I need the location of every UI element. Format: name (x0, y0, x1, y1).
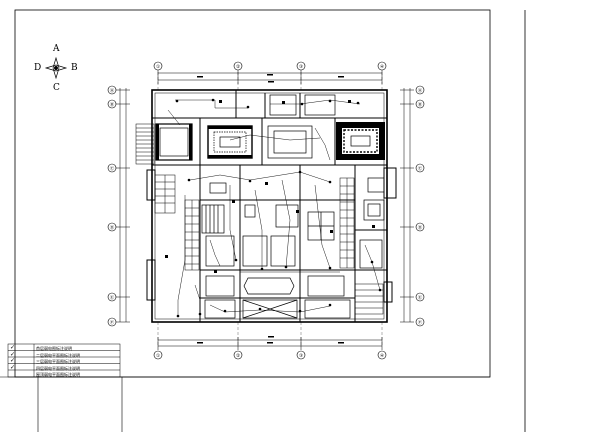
axis-labels: ① ② ③ ④ ① ② ③ ④ Ⓐ Ⓑ Ⓒ Ⓓ Ⓔ Ⓕ Ⓐ Ⓑ Ⓒ Ⓓ Ⓔ Ⓕ (110, 64, 423, 359)
row-axis-label-left: Ⓔ (110, 294, 115, 301)
col-axis-label-bottom: ④ (380, 353, 384, 359)
row-axis-label-right: Ⓔ (418, 294, 423, 301)
row-axis-label-left: Ⓒ (110, 165, 115, 172)
row-axis-label-right: Ⓐ (418, 87, 423, 94)
legend-item: ✓ 四层弱电平面图标注说明 (8, 363, 120, 372)
row-axis-label-left: Ⓓ (110, 224, 115, 231)
checkmark-icon: ✓ (10, 350, 16, 358)
row-axis-label-left: Ⓑ (110, 101, 115, 108)
legend-item-label: 屋顶弱电平面图标注说明 (36, 372, 80, 377)
legend-item-label: 三层弱电平面图标注说明 (36, 359, 80, 364)
legend-item-label: 四层弱电平面图标注说明 (36, 365, 80, 371)
legend-item: ✓ 三层弱电平面图标注说明 (8, 357, 120, 365)
col-axis-label-bottom: ① (156, 353, 160, 359)
row-axis-label-left: Ⓕ (110, 319, 115, 326)
legend-item: ✓ 二层弱电平面图标注说明 (8, 350, 120, 359)
row-axis-label-right: Ⓓ (418, 224, 423, 231)
axis-bubbles (107, 61, 425, 360)
row-axis-label-right: Ⓕ (418, 319, 423, 326)
col-axis-label-bottom: ② (236, 353, 240, 359)
wiring-runs (167, 99, 381, 316)
legend-item: 屋顶弱电平面图标注说明 (8, 371, 120, 378)
row-axis-label-right: Ⓒ (418, 165, 423, 172)
checkmark-icon: ✓ (10, 363, 16, 371)
col-axis-label-top: ① (156, 64, 160, 70)
grid-axes (157, 72, 383, 345)
row-axis-label-right: Ⓑ (418, 101, 423, 108)
checkmark-icon: ✓ (10, 357, 16, 364)
col-axis-label-top: ③ (299, 64, 303, 70)
legend-item: ✓ 首层弱电图标注说明 (8, 344, 120, 352)
hatched-ceilings (156, 123, 384, 160)
compass-north-label: A (53, 44, 60, 54)
col-axis-label-top: ④ (380, 64, 384, 70)
stairs (135, 123, 384, 315)
compass-icon (44, 56, 68, 80)
legend-item-label: 二层弱电平面图标注说明 (36, 352, 80, 358)
legend-table (7, 343, 121, 378)
outlet-symbols (165, 98, 382, 318)
col-axis-label-bottom: ③ (299, 353, 303, 359)
interior-walls (152, 90, 387, 322)
compass-south-label: C (53, 83, 60, 93)
compass-east-label: B (71, 63, 78, 73)
col-axis-label-top: ② (236, 64, 240, 70)
checkmark-icon: ✓ (10, 344, 16, 351)
legend-item-label: 首层弱电图标注说明 (36, 346, 72, 351)
dimension-text-marks (197, 74, 344, 344)
compass-west-label: D (34, 63, 42, 73)
row-axis-label-left: Ⓐ (110, 87, 115, 94)
